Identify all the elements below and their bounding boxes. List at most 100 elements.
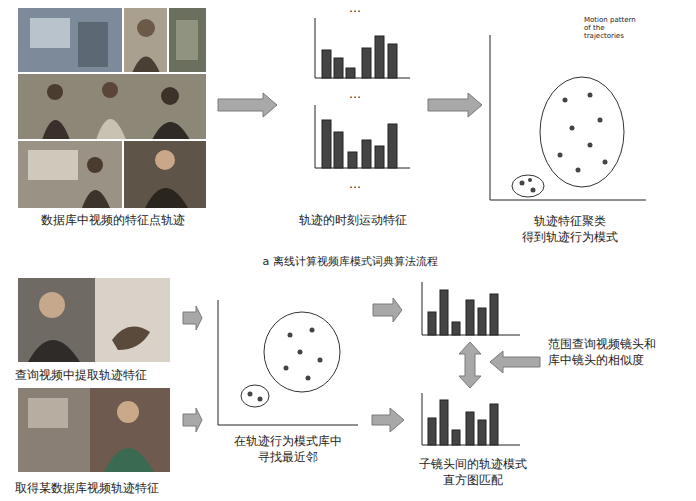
motion-histograms-part-part [348, 152, 357, 168]
database-video-photo-part [117, 401, 139, 423]
pattern-library-plot-part-part [284, 366, 289, 371]
static-arrows-part [490, 351, 540, 373]
pattern-library-plot-part [264, 312, 340, 392]
pattern-library-plot-part [218, 300, 219, 425]
database-video-photo-part [28, 398, 68, 428]
figure-panel: 子镜头间的轨迹模式 直方图匹配 [410, 280, 535, 488]
cluster-plot-part-part [576, 168, 581, 173]
cluster-plot-part-part [520, 181, 525, 186]
cluster-plot-part-part [588, 143, 593, 148]
plot-annotation: Motion pattern of the trajectories [584, 16, 638, 40]
video-collage-part [18, 140, 123, 208]
ellipsis-mark: … [335, 176, 375, 192]
motion-histograms [315, 18, 410, 168]
block-arrow [218, 93, 277, 117]
video-collage-part [42, 120, 70, 140]
panel-caption: 轨迹特征聚类 得到轨迹行为模式 [518, 213, 622, 245]
motion-histograms-part-part [362, 140, 371, 168]
shot-histograms-part-part [440, 290, 448, 335]
motion-histograms-part [322, 120, 397, 168]
figure-panel: 轨迹特征聚类 得到轨迹行为模式 [490, 30, 650, 245]
motion-histograms-part-part [346, 68, 355, 78]
cluster-plot-part [490, 200, 646, 201]
panel-caption: 查询视频中提取轨迹特征 [15, 367, 147, 383]
video-collage-part [87, 157, 103, 173]
video-collage-part [18, 73, 206, 140]
video-collage-part [47, 84, 63, 100]
pattern-library-plot-part-part [310, 328, 315, 333]
pattern-library-plot-part [218, 425, 358, 426]
video-collage-part [176, 20, 198, 60]
query-video-photo-part [28, 340, 80, 362]
video-collage-part-part [122, 8, 124, 73]
query-video-photo-part [18, 278, 95, 362]
motion-histograms-part-part [375, 146, 384, 168]
motion-histograms-part-part [362, 48, 371, 78]
video-collage-part-part [122, 140, 124, 208]
panel-caption: 取得某数据库视频轨迹特征 [15, 480, 159, 496]
cluster-plot-part [520, 93, 608, 193]
pattern-library-plot-part-part [318, 358, 323, 363]
video-collage-part [155, 150, 175, 170]
shot-histograms-part-part [428, 312, 436, 335]
shot-histograms-part-part [466, 412, 474, 445]
motion-histograms-part [315, 105, 316, 168]
video-collage-part [152, 122, 190, 140]
video-collage-part-part [167, 8, 169, 73]
query-video-photo [18, 278, 170, 362]
query-video-photo-part [112, 327, 150, 350]
cluster-plot-part-part [558, 153, 563, 158]
query-video-photo-part [39, 292, 65, 318]
panel-caption: 数据库中视频的特征点轨迹 [41, 212, 185, 228]
cluster-plot-part-part [603, 160, 608, 165]
shot-histograms-part-part [440, 400, 448, 445]
cluster-plot-part-part [598, 118, 603, 123]
video-collage-part-part [18, 139, 206, 141]
video-collage-part [18, 8, 206, 208]
video-collage-part [18, 8, 123, 73]
block-arrow [183, 306, 202, 330]
video-collage-part [168, 8, 206, 73]
cluster-plot-part [490, 35, 491, 200]
shot-histograms-part-part [490, 404, 498, 445]
query-video-photo-part [95, 278, 170, 362]
pattern-library-plot-part-part [306, 376, 311, 381]
pattern-library-plot-part [241, 385, 269, 407]
figure-panel: 数据库中视频的特征点轨迹 [15, 8, 210, 228]
video-collage-part-part [18, 72, 206, 74]
block-arrow [373, 298, 402, 322]
cluster-plot-part [512, 175, 544, 197]
video-collage-part [82, 190, 110, 208]
cluster-plot-part-part [563, 98, 568, 103]
shot-histograms-part [422, 393, 423, 445]
cluster-plot-part [540, 77, 624, 187]
cluster-plot-part-part [588, 93, 593, 98]
video-collage [18, 8, 206, 208]
video-collage-part [30, 18, 70, 48]
cluster-plot [490, 35, 646, 200]
video-collage-part [132, 57, 160, 74]
motion-histograms-part-part [388, 124, 397, 168]
ellipsis-mark: … [335, 0, 375, 16]
figure-panel: 取得某数据库视频轨迹特征 [15, 386, 175, 496]
block-arrow [183, 408, 202, 432]
panel-caption: 在轨迹行为模式库中 寻找最近邻 [232, 433, 344, 465]
video-collage-part [96, 119, 126, 140]
shot-histograms-part [428, 400, 498, 445]
pattern-library-plot-part [248, 328, 323, 402]
shot-histograms-part [428, 290, 498, 335]
database-video-photo-part [104, 448, 154, 472]
pattern-library-plot [218, 300, 358, 425]
motion-histograms-part-part [334, 132, 343, 168]
shot-histograms-part-part [490, 294, 498, 335]
video-collage-part [123, 140, 206, 208]
shot-histograms-part-part [452, 322, 460, 335]
figure-panel: 查询视频中提取轨迹特征 [15, 275, 175, 383]
database-video-photo [18, 388, 170, 472]
figure-panel: 在轨迹行为模式库中 寻找最近邻 [210, 295, 365, 465]
motion-histograms-part-part [375, 36, 384, 78]
motion-histograms-part-part [388, 44, 397, 78]
